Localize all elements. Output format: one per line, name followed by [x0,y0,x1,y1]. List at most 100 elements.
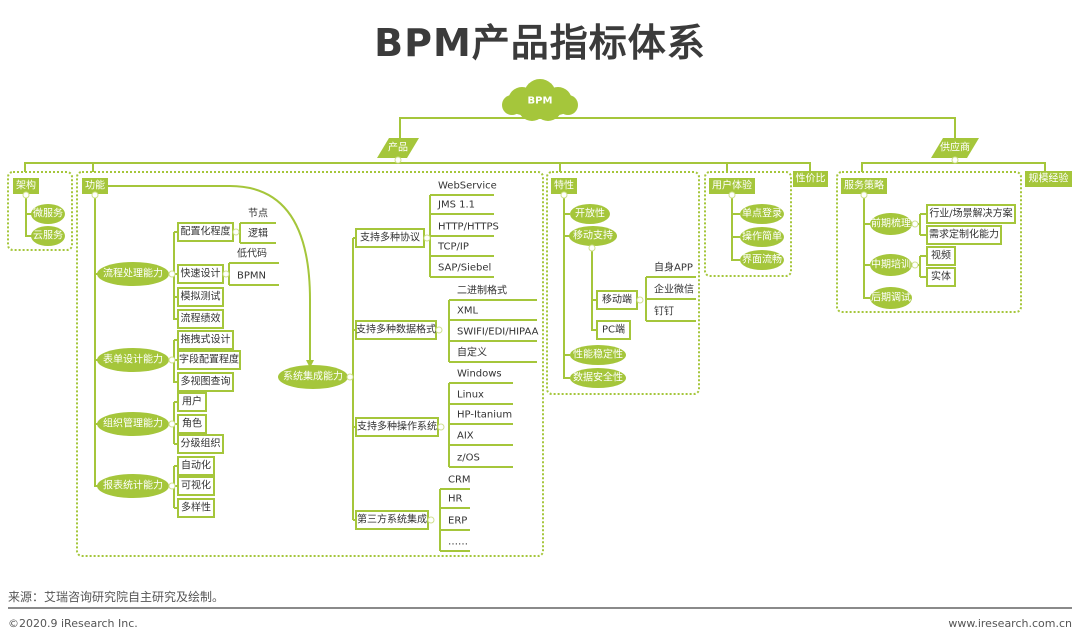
cost-performance-node[interactable]: 性价比 [793,171,828,187]
feature-data-security[interactable]: 数据安全性 [570,368,626,388]
collapse-knob[interactable] [860,191,868,199]
root-bpm-node[interactable]: BPM [502,79,578,121]
collapse-knob[interactable] [911,261,919,269]
integration-group-1[interactable]: 支持多种数据格式 [355,320,437,340]
ux-node[interactable]: 用户体验 [709,178,755,194]
org-item-hierarchy[interactable]: 分级组织 [177,434,224,454]
os-leaf-item: HP-Itanium [457,410,512,421]
protocol-leaf-item: HTTP/HTTPS [438,222,499,233]
form-item-fieldconfig[interactable]: 字段配置程度 [177,350,241,370]
cloud-icon [534,93,562,121]
os-leaf-item: z/OS [457,453,480,464]
collapse-knob[interactable] [951,156,959,164]
form-ability-node[interactable]: 表单设计能力 [97,348,169,372]
org-item-user[interactable]: 用户 [177,392,207,412]
collapse-knob[interactable] [435,326,443,334]
collapse-knob[interactable] [91,191,99,199]
service-mid-label: 中期培训 [871,258,911,271]
collapse-knob[interactable] [728,191,736,199]
collapse-knob[interactable] [346,373,354,381]
service-mid[interactable]: 中期培训 [870,254,912,276]
org-item-role[interactable]: 角色 [177,414,207,434]
function-node-box [82,178,108,194]
ux-item-smooth-label: 界面流畅 [742,253,782,266]
ux-item-sso[interactable]: 单点登录 [740,204,784,224]
process-item-simulation[interactable]: 模拟测试 [177,287,224,307]
form-item-multiview[interactable]: 多视图查询 [177,372,234,392]
feature-openness[interactable]: 开放性 [570,204,610,224]
service-strategy-node[interactable]: 服务策略 [841,178,887,194]
collapse-knob[interactable] [911,220,919,228]
arch-item-cloudservice[interactable]: 云服务 [31,226,65,246]
report-ability-node[interactable]: 报表统计能力 [97,474,169,498]
integration-ability-node[interactable]: 系统集成能力 [278,365,348,389]
architecture-node[interactable]: 架构 [13,178,39,194]
form-ability-node-label: 表单设计能力 [103,353,163,366]
collapse-knob[interactable] [394,156,402,164]
arch-item-microservice[interactable]: 微服务 [31,204,65,224]
collapse-knob[interactable] [232,228,240,236]
service-early-solution-box [926,204,1016,224]
collapse-knob[interactable] [168,356,176,364]
feature-mobile-support[interactable]: 移动支持 [569,226,617,246]
pc-end-node[interactable]: PC端 [596,320,631,340]
collapse-knob[interactable] [423,234,431,242]
collapse-knob[interactable] [22,191,30,199]
ux-item-simple[interactable]: 操作简单 [740,227,784,247]
config-leaf-item: 节点 [248,208,268,220]
ux-item-smooth[interactable]: 界面流畅 [740,250,784,270]
collapse-knob[interactable] [222,270,230,278]
process-item-config[interactable]: 配置化程度 [177,222,234,242]
collapse-knob[interactable] [168,420,176,428]
features-node-label: 特性 [554,179,574,192]
collapse-knob[interactable] [588,244,596,252]
scale-experience-node[interactable]: 规模经验 [1025,171,1072,187]
collapse-knob[interactable] [437,423,445,431]
feature-performance-stability-label: 性能稳定性 [573,348,623,361]
vendor-node[interactable]: 供应商 [931,138,979,158]
feature-performance-stability[interactable]: 性能稳定性 [570,345,626,365]
ux-item-smooth-shape [740,250,784,270]
ux-trunk [731,195,740,261]
org-ability-node[interactable]: 组织管理能力 [97,412,169,436]
ux-node-label: 用户体验 [712,179,752,192]
integration-group-3[interactable]: 第三方系统集成 [355,510,429,530]
process-item-performance[interactable]: 流程绩效 [177,309,224,329]
mobile-end-node[interactable]: 移动端 [596,290,638,310]
process-ability-node[interactable]: 流程处理能力 [97,262,169,286]
arrow-head-icon [306,360,314,368]
features-node[interactable]: 特性 [551,178,577,194]
function-to-integration-connector [108,185,311,362]
connector-line [591,248,597,331]
service-early-solution-label: 行业/场景解决方案 [929,207,1012,220]
process-item-performance-label: 流程绩效 [181,312,221,325]
form-item-dragdrop[interactable]: 拖拽式设计 [177,330,234,350]
collapse-knob[interactable] [636,296,644,304]
collapse-knob[interactable] [427,516,435,524]
collapse-knob[interactable] [560,191,568,199]
service-mid-video[interactable]: 视频 [926,246,956,266]
service-early-customization[interactable]: 需求定制化能力 [926,225,1002,245]
report-item-diversity-box [177,498,215,518]
service-late[interactable]: 后期调试 [870,287,912,309]
report-item-visualization[interactable]: 可视化 [177,476,215,496]
report-item-diversity[interactable]: 多样性 [177,498,215,518]
pc-end-node-box [596,320,631,340]
service-early[interactable]: 前期梳理 [870,213,912,235]
integration-group-0[interactable]: 支持多种协议 [355,228,425,248]
integration-group-2[interactable]: 支持多种操作系统 [355,417,439,437]
report-item-automation[interactable]: 自动化 [177,456,215,476]
feature-performance-stability-shape [570,345,626,365]
service-early-solution[interactable]: 行业/场景解决方案 [926,204,1016,224]
collapse-knob[interactable] [168,482,176,490]
function-node[interactable]: 功能 [82,178,108,194]
dataformat-leaf-item: 自定义 [457,346,487,359]
service-mid-onsite[interactable]: 实体 [926,267,956,287]
architecture-node-label: 架构 [16,179,36,192]
collapse-knob[interactable] [168,270,176,278]
website-link[interactable]: www.iresearch.com.cn [948,617,1072,630]
product-node[interactable]: 产品 [377,138,419,158]
process-item-quickdesign[interactable]: 快速设计 [177,264,224,284]
config-leaf-item: 逻辑 [248,227,268,240]
arch-item-microservice-label: 微服务 [33,207,63,220]
